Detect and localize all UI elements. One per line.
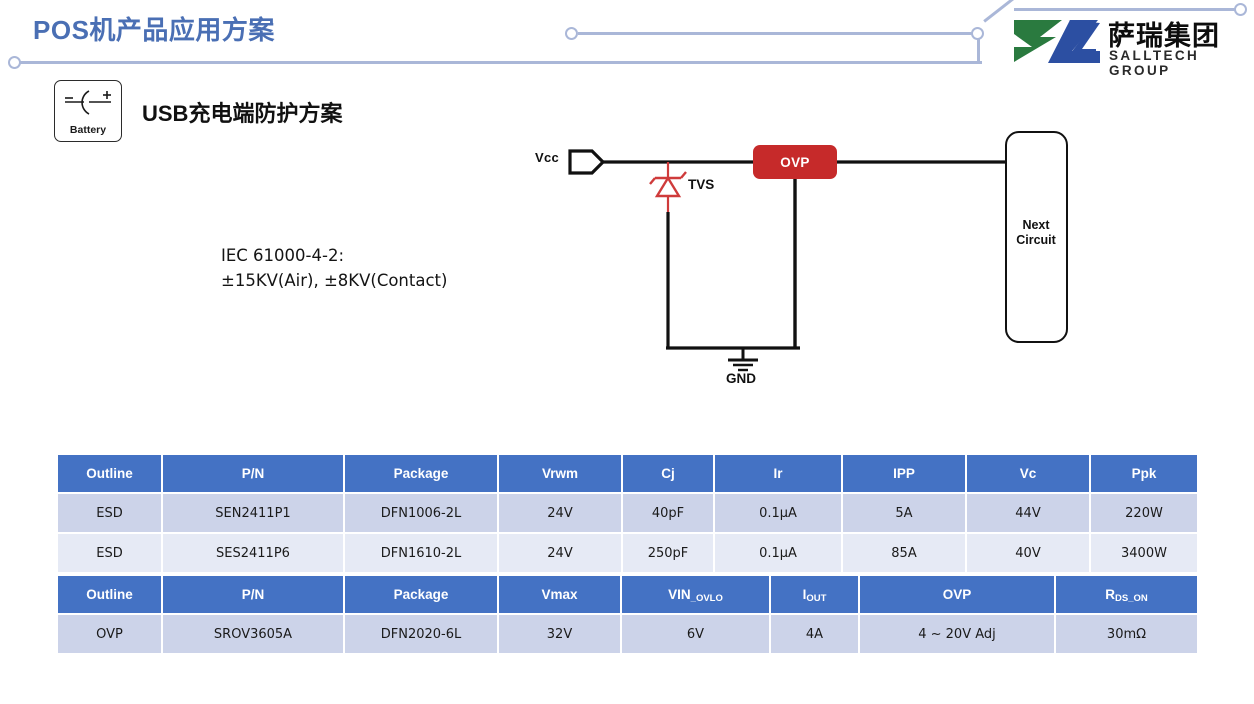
next-circuit-block xyxy=(1005,131,1068,343)
table1-cell-r0-c2: DFN1006-2L xyxy=(344,493,499,534)
ovp-block: OVP xyxy=(753,145,837,179)
table2-cell-r0-c1: SROV3605A xyxy=(162,614,345,655)
table2-header-1: P/N xyxy=(162,576,345,615)
iec-note-line1: IEC 61000-4-2: xyxy=(221,246,345,265)
table1-header-4: Cj xyxy=(622,455,715,494)
header-subscript: DS_ON xyxy=(1115,593,1148,604)
next-circuit-line2: Circuit xyxy=(1016,233,1056,247)
iec-note-line2: ±15KV(Air), ±8KV(Contact) xyxy=(221,271,448,290)
table2-header-7: RDS_ON xyxy=(1055,576,1197,615)
header-main: Package xyxy=(393,587,449,602)
tvs-label: TVS xyxy=(688,177,715,192)
vcc-label: Vcc xyxy=(535,150,560,165)
page-title: POS机产品应用方案 xyxy=(33,15,275,45)
section-title-latin: USB xyxy=(142,101,189,126)
table2-cell-r0-c7: 30mΩ xyxy=(1055,614,1197,655)
section-title: USB充电端防护方案 xyxy=(142,96,342,128)
table1-cell-r0-c6: 5A xyxy=(842,493,967,534)
logo-name-cn: 萨瑞集团 xyxy=(1108,21,1220,52)
header-main: Outline xyxy=(86,587,133,602)
table1-cell-r0-c7: 44V xyxy=(966,493,1091,534)
header-main: OVP xyxy=(942,587,972,602)
table1-header-8: Ppk xyxy=(1090,455,1197,494)
table2-header-6: OVP xyxy=(859,576,1056,615)
header-main: R xyxy=(1105,587,1115,602)
table1-cell-r1-c6: 85A xyxy=(842,533,967,574)
brand-logo: 萨瑞集团 SALLTECH GROUP xyxy=(1012,12,1250,78)
table2-cell-r0-c2: DFN2020-6L xyxy=(344,614,499,655)
table1-cell-r1-c7: 40V xyxy=(966,533,1091,574)
table1-header-2: Package xyxy=(344,455,499,494)
table1-cell-r0-c1: SEN2411P1 xyxy=(162,493,345,534)
table1-cell-r0-c4: 40pF xyxy=(622,493,715,534)
table2-cell-r0-c0: OVP xyxy=(58,614,163,655)
table1-cell-r1-c3: 24V xyxy=(498,533,623,574)
header-main: P/N xyxy=(241,587,265,602)
table2-header-4: VIN_OVLO xyxy=(621,576,771,615)
next-circuit-line1: Next xyxy=(1022,218,1050,232)
header-main: VIN xyxy=(668,587,691,602)
table1-cell-r0-c0: ESD xyxy=(58,493,163,534)
vcc-connector-icon xyxy=(568,149,606,175)
table1-header-1: P/N xyxy=(162,455,345,494)
table2-header-0: Outline xyxy=(58,576,163,615)
header-subscript: OUT xyxy=(806,593,827,604)
table1-header-7: Vc xyxy=(966,455,1091,494)
next-circuit-label: Next Circuit xyxy=(1013,218,1059,248)
table1-cell-r0-c5: 0.1µA xyxy=(714,493,843,534)
table1-cell-r0-c3: 24V xyxy=(498,493,623,534)
logo-name-en: SALLTECH GROUP xyxy=(1109,48,1200,78)
table1-cell-r1-c8: 3400W xyxy=(1090,533,1197,574)
table1-header-3: Vrwm xyxy=(498,455,623,494)
table2-header-2: Package xyxy=(344,576,499,615)
table2-cell-r0-c3: 32V xyxy=(498,614,622,655)
table1-header-0: Outline xyxy=(58,455,163,494)
battery-label: Battery xyxy=(69,124,107,136)
table1-cell-r1-c1: SES2411P6 xyxy=(162,533,345,574)
table2-header-3: Vmax xyxy=(498,576,622,615)
table1-cell-r1-c5: 0.1µA xyxy=(714,533,843,574)
table2-cell-r0-c6: 4 ~ 20V Adj xyxy=(859,614,1056,655)
table1-cell-r0-c8: 220W xyxy=(1090,493,1197,534)
header-main: I xyxy=(802,587,807,602)
table1-cell-r1-c0: ESD xyxy=(58,533,163,574)
table2-cell-r0-c4: 6V xyxy=(621,614,771,655)
table1-cell-r1-c4: 250pF xyxy=(622,533,715,574)
salltech-logo-mark-icon xyxy=(1014,20,1100,63)
table2-header-5: IOUT xyxy=(770,576,860,615)
table1-header-6: IPP xyxy=(842,455,967,494)
battery-icon xyxy=(65,90,111,115)
table1-cell-r1-c2: DFN1610-2L xyxy=(344,533,499,574)
gnd-label: GND xyxy=(726,371,756,386)
header-subscript: _OVLO xyxy=(690,593,723,604)
table1-header-5: Ir xyxy=(714,455,843,494)
section-title-cjk: 充电端防护方案 xyxy=(188,101,343,127)
battery-badge: Battery xyxy=(54,80,122,142)
header-main: Vmax xyxy=(541,587,578,602)
tvs-diode-icon xyxy=(654,175,682,198)
iec-note: IEC 61000-4-2: ±15KV(Air), ±8KV(Contact) xyxy=(221,243,447,293)
table2-cell-r0-c5: 4A xyxy=(770,614,860,655)
